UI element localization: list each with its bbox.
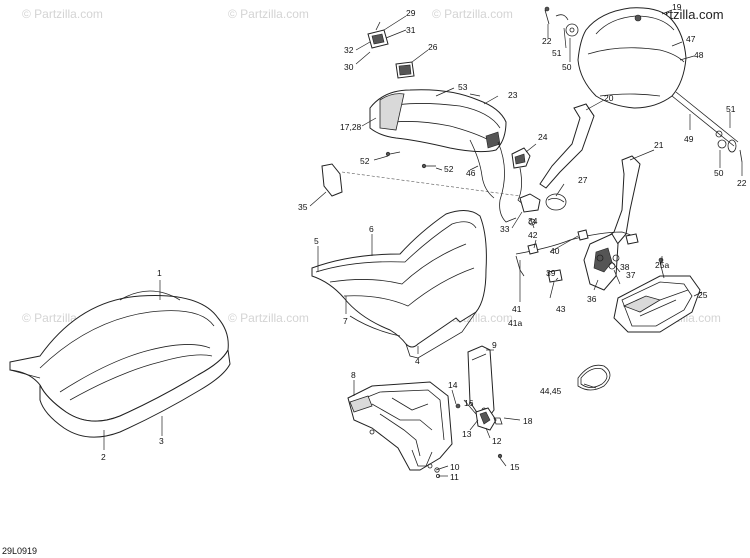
callout-32: 32 <box>344 45 354 55</box>
callout-41: 41 <box>512 304 522 314</box>
callout-44-45: 44,45 <box>540 386 562 396</box>
leader-lines <box>103 9 743 477</box>
callout-7: 7 <box>343 316 348 326</box>
callout-2: 2 <box>101 452 106 462</box>
callout-12: 12 <box>492 436 502 446</box>
switch-and-harness <box>497 141 567 226</box>
callout-16: 16 <box>464 398 474 408</box>
top-bolts <box>544 6 743 163</box>
callout-8: 8 <box>351 370 356 380</box>
callout-50-right: 50 <box>714 168 724 178</box>
callout-20: 20 <box>604 93 614 103</box>
latch-part <box>475 407 497 431</box>
callout-50-top: 50 <box>562 62 572 72</box>
backrest-part <box>577 7 739 153</box>
callout-25: 25 <box>698 290 708 300</box>
callout-17-28: 17,28 <box>340 122 362 132</box>
callout-52-left: 52 <box>360 156 370 166</box>
callout-43: 43 <box>556 304 566 314</box>
small-parts-top <box>367 21 415 79</box>
callout-40: 40 <box>550 246 560 256</box>
callout-34: 34 <box>528 216 538 226</box>
callout-21: 21 <box>654 140 664 150</box>
backrest-bracket-part <box>539 103 595 189</box>
callout-26: 26 <box>428 42 438 52</box>
passenger-seat-part <box>311 210 487 359</box>
callout-47: 47 <box>686 34 696 44</box>
callout-22-right: 22 <box>737 178 747 188</box>
callout-1: 1 <box>157 268 162 278</box>
o-ring-part <box>577 364 611 391</box>
callout-31: 31 <box>406 25 416 35</box>
callout-36: 36 <box>587 294 597 304</box>
callout-14: 14 <box>448 380 458 390</box>
callout-33: 33 <box>500 224 510 234</box>
callout-11: 11 <box>450 472 459 482</box>
callout-24: 24 <box>538 132 548 142</box>
callout-3: 3 <box>159 436 164 446</box>
watermark-text: © Partzilla.com <box>228 311 309 325</box>
callout-38: 38 <box>620 262 630 272</box>
diagram-code: 29L0919 <box>2 546 37 556</box>
callout-6: 6 <box>369 224 374 234</box>
seat-base-frame-part <box>347 381 453 471</box>
backpad-part <box>369 89 507 153</box>
callout-41a: 41a <box>508 318 522 328</box>
main-seat-part <box>9 290 231 438</box>
callout-48: 48 <box>694 50 704 60</box>
callout-22-top: 22 <box>542 36 552 46</box>
callout-29: 29 <box>406 8 416 18</box>
support-bracket-part <box>583 155 641 291</box>
callout-30: 30 <box>344 62 354 72</box>
callout-51-right: 51 <box>726 104 736 114</box>
watermark-text: © Partzilla.com <box>228 7 309 21</box>
hinge-bracket-part <box>321 163 521 197</box>
callout-9: 9 <box>492 340 497 350</box>
callout-37: 37 <box>626 270 636 280</box>
watermark-text: © Partzilla.com <box>432 7 513 21</box>
callout-13: 13 <box>462 429 472 439</box>
callout-52-right: 52 <box>444 164 454 174</box>
callout-27: 27 <box>578 175 588 185</box>
callout-53: 53 <box>458 82 468 92</box>
callout-51-top: 51 <box>552 48 562 58</box>
callout-4: 4 <box>415 356 420 366</box>
callout-10: 10 <box>450 462 460 472</box>
storage-bin-part <box>613 257 701 333</box>
callout-23: 23 <box>508 90 518 100</box>
callout-25a: 25a <box>655 260 669 270</box>
callout-18: 18 <box>523 416 533 426</box>
callout-35: 35 <box>298 202 308 212</box>
callout-49: 49 <box>684 134 694 144</box>
callout-46: 46 <box>466 168 476 178</box>
callout-15: 15 <box>510 462 520 472</box>
callout-42: 42 <box>528 230 538 240</box>
watermark-text: © Partzilla.com <box>22 7 103 21</box>
callout-19: 19 <box>672 2 682 12</box>
callout-5: 5 <box>314 236 319 246</box>
pins <box>385 139 495 199</box>
callout-39: 39 <box>546 268 556 278</box>
callout-labels: 1 2 3 4 5 6 7 8 9 10 11 12 13 14 15 16 1… <box>101 2 747 482</box>
